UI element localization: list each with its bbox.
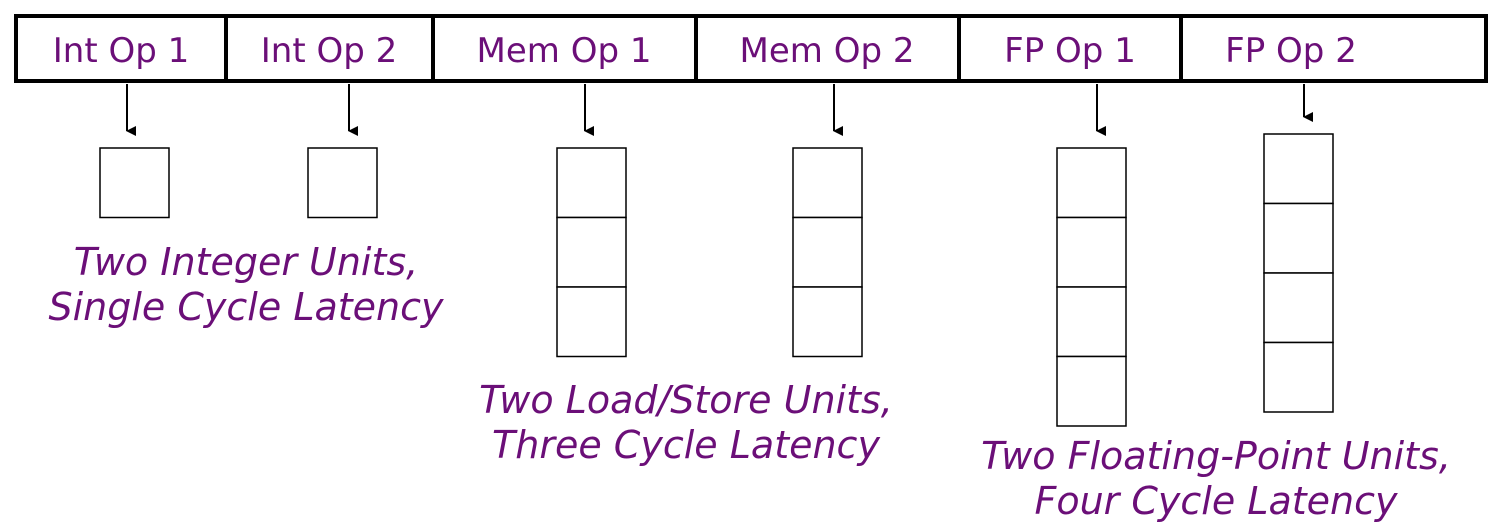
load-store-unit-1 xyxy=(556,147,627,358)
slot-label-int-op-1: Int Op 1 xyxy=(53,31,190,71)
dispatch-arrows xyxy=(126,84,1313,136)
caption-integer-units: Two Integer Units, Single Cycle Latency xyxy=(48,240,444,329)
pipeline-stage xyxy=(1263,341,1334,413)
caption-integer-line-2: Single Cycle Latency xyxy=(48,285,444,329)
slot-label-fp-op-1: FP Op 1 xyxy=(1004,31,1136,71)
pipeline-stage xyxy=(1056,216,1127,288)
integer-unit-1 xyxy=(99,147,170,219)
caption-floating-point-units: Two Floating-Point Units, Four Cycle Lat… xyxy=(981,434,1451,523)
caption-fp-line-2: Four Cycle Latency xyxy=(1034,479,1398,523)
instruction-word: Int Op 1 Int Op 2 Mem Op 1 Mem Op 2 FP O… xyxy=(14,14,1488,83)
pipeline-stage xyxy=(1263,272,1334,344)
instruction-word-border xyxy=(14,14,1488,83)
pipeline-stage xyxy=(556,216,627,288)
load-store-unit-2 xyxy=(792,147,863,358)
slot-label-mem-op-2: Mem Op 2 xyxy=(740,31,915,71)
slot-label-int-op-2: Int Op 2 xyxy=(261,31,398,71)
pipeline-stage xyxy=(1263,202,1334,274)
pipeline-stage xyxy=(792,147,863,219)
pipeline-stage xyxy=(556,286,627,358)
caption-memory-line-1: Two Load/Store Units, xyxy=(479,378,893,422)
pipeline-stage xyxy=(792,286,863,358)
pipeline-stage xyxy=(1263,133,1334,205)
slot-label-mem-op-1: Mem Op 1 xyxy=(477,31,652,71)
pipeline-stage xyxy=(1056,147,1127,219)
pipeline-stage xyxy=(1056,355,1127,427)
caption-integer-line-1: Two Integer Units, xyxy=(74,240,419,284)
floating-point-unit-1 xyxy=(1056,147,1127,427)
caption-memory-line-2: Three Cycle Latency xyxy=(492,423,880,467)
pipeline-stage xyxy=(99,147,170,219)
floating-point-unit-2 xyxy=(1263,133,1334,413)
pipeline-stage xyxy=(792,216,863,288)
caption-fp-line-1: Two Floating-Point Units, xyxy=(981,434,1451,478)
caption-load-store-units: Two Load/Store Units, Three Cycle Latenc… xyxy=(479,378,893,467)
pipeline-stage xyxy=(556,147,627,219)
pipeline-stage xyxy=(307,147,378,219)
integer-unit-2 xyxy=(307,147,378,219)
slot-label-fp-op-2: FP Op 2 xyxy=(1225,31,1357,71)
pipeline-stage xyxy=(1056,286,1127,358)
